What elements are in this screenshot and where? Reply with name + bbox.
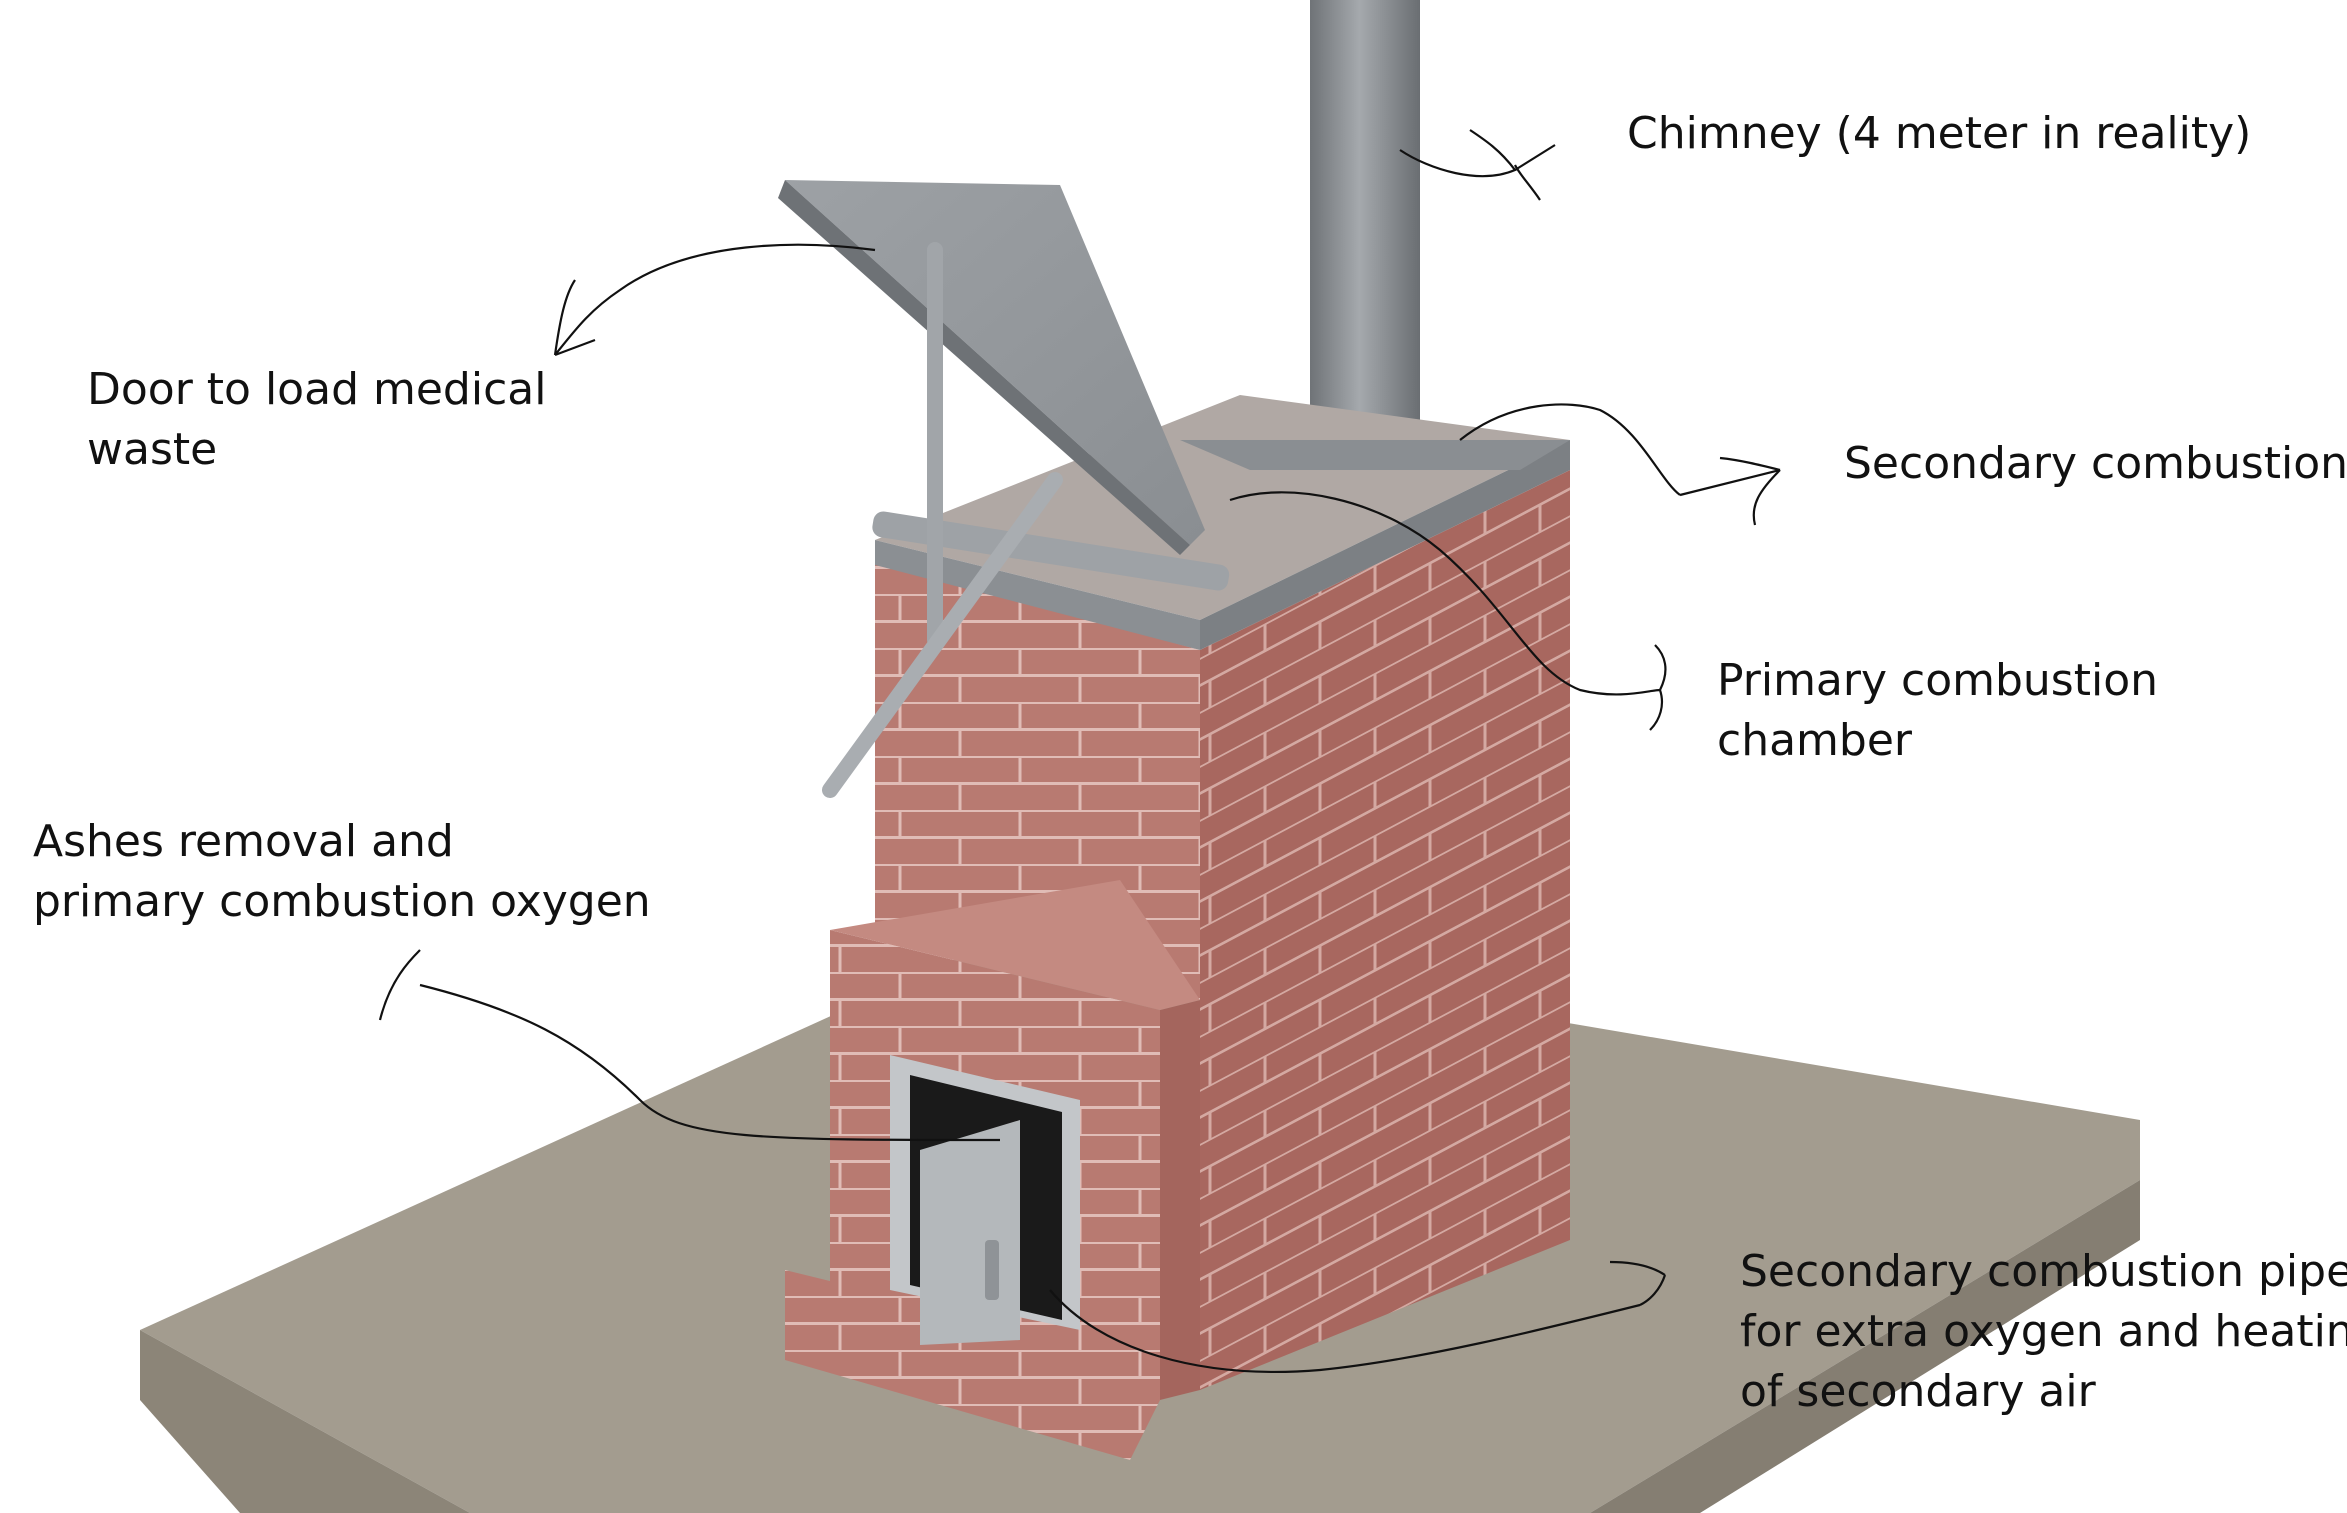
label-chimney-line-1: Chimney (4 meter in reality)	[1627, 108, 2252, 159]
label-primary-line-2: chamber	[1717, 715, 1912, 766]
label-secondary: Secondary combustion	[1844, 434, 2347, 494]
label-secondary-line-1: Secondary combustion	[1844, 438, 2347, 489]
leader-primary	[1229, 491, 1667, 731]
leader-secondary	[1459, 403, 1781, 526]
label-pipes-line-3: of secondary air	[1740, 1366, 2096, 1417]
chimney-pipe	[1310, 0, 1420, 460]
label-ashes-line-2: primary combustion oxygen	[33, 876, 651, 927]
label-door-line-1: Door to load medical	[87, 364, 547, 415]
label-pipes-line-1: Secondary combustion pipes	[1740, 1246, 2347, 1297]
label-ashes: Ashes removal and primary combustion oxy…	[33, 812, 651, 932]
label-pipes: Secondary combustion pipes for extra oxy…	[1740, 1242, 2347, 1422]
label-door: Door to load medical waste	[87, 360, 546, 480]
ash-door	[890, 1055, 1080, 1345]
leader-pipes	[1049, 1260, 1667, 1373]
label-door-line-2: waste	[87, 424, 218, 475]
label-primary: Primary combustion chamber	[1717, 651, 2158, 771]
label-ashes-line-1: Ashes removal and	[33, 816, 454, 867]
label-primary-line-1: Primary combustion	[1717, 655, 2159, 706]
label-pipes-line-2: for extra oxygen and heating	[1740, 1306, 2347, 1357]
leader-chimney	[1399, 129, 1556, 201]
loading-door-lid	[778, 180, 1230, 798]
leader-door	[553, 243, 876, 357]
leader-ashes	[378, 949, 1001, 1142]
leader-lines	[378, 129, 1781, 1373]
label-chimney: Chimney (4 meter in reality)	[1627, 104, 2251, 164]
